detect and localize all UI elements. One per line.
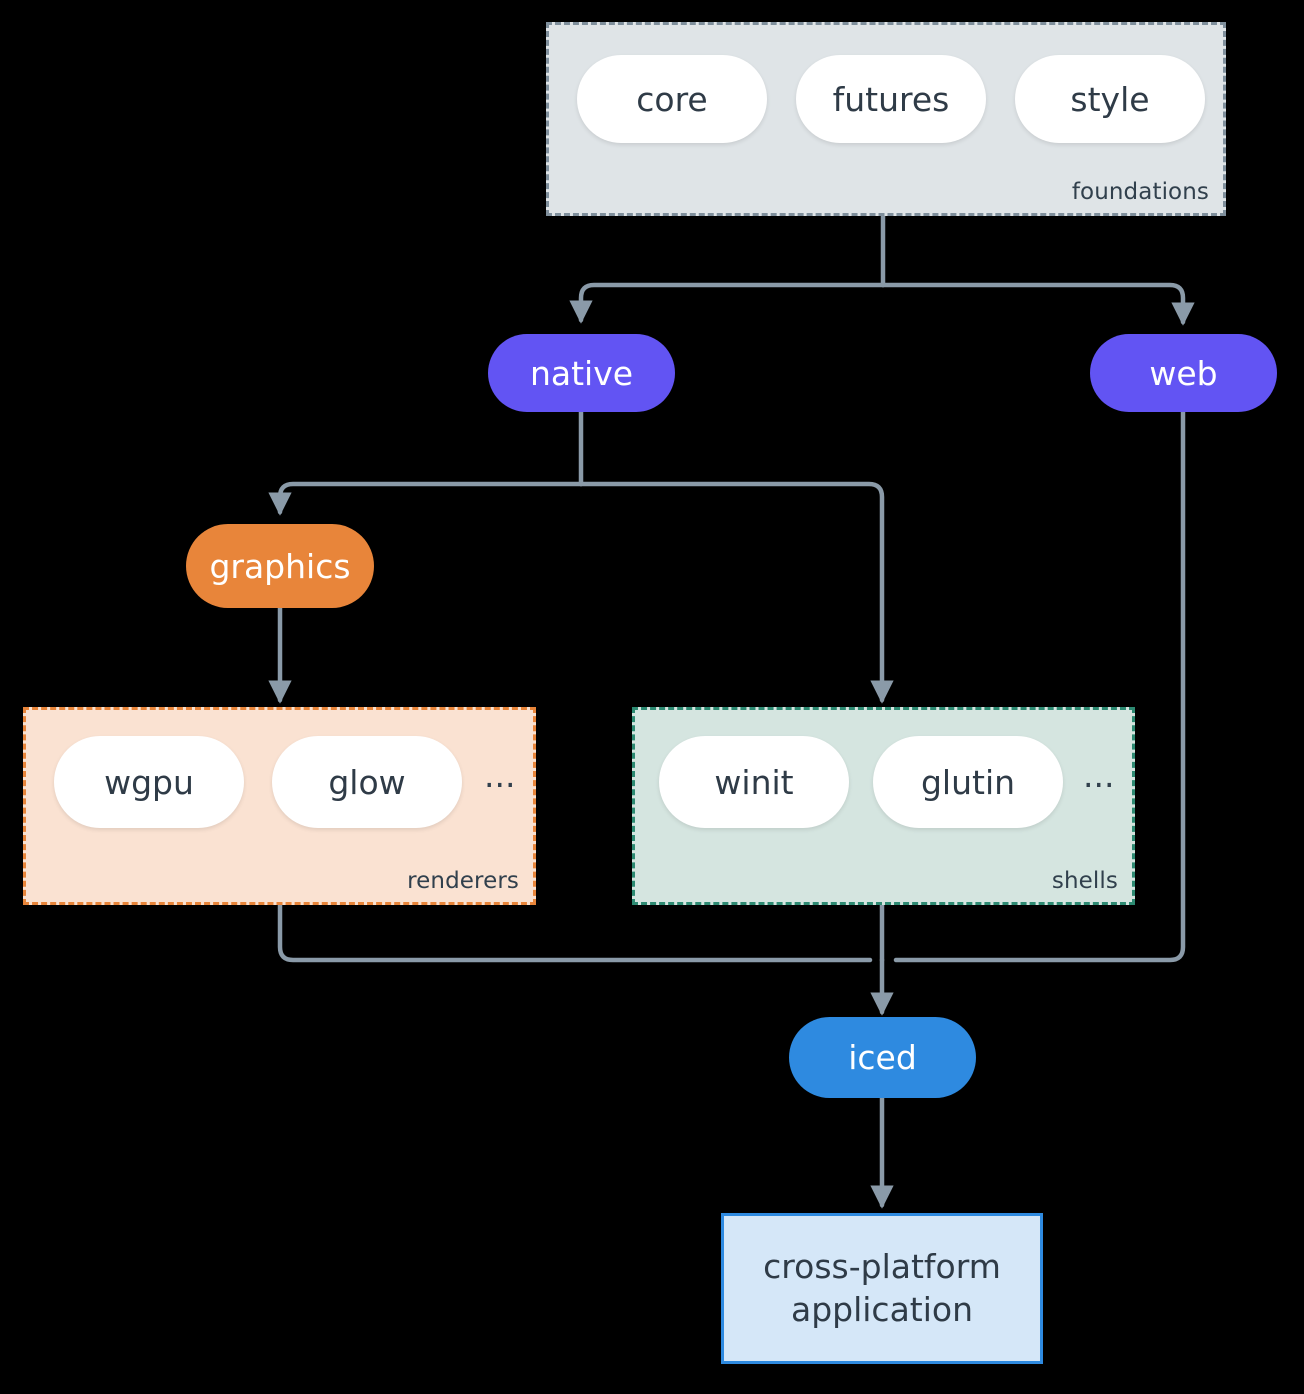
chip-glow-label: glow (328, 762, 406, 802)
chip-glutin-label: glutin (920, 762, 1016, 802)
chip-futures-label: futures (832, 79, 950, 119)
group-foundations-label: foundations (1071, 179, 1209, 205)
renderers-items: wgpu glow ... (54, 736, 515, 828)
foundations-items: core futures style (577, 55, 1205, 143)
node-iced-label: iced (848, 1038, 917, 1077)
node-web-label: web (1149, 353, 1218, 393)
node-application-label-line1: cross-platform (763, 1247, 1001, 1287)
chip-glow[interactable]: glow (272, 736, 462, 828)
group-renderers: wgpu glow ... renderers (23, 707, 536, 905)
group-foundations: core futures style foundations (546, 22, 1226, 216)
chip-futures[interactable]: futures (796, 55, 986, 143)
chip-core-label: core (636, 79, 708, 119)
node-application-label-line2: application (790, 1289, 974, 1329)
group-shells-label: shells (1051, 868, 1118, 894)
chip-wgpu-label: wgpu (104, 762, 194, 802)
node-native-label: native (529, 353, 634, 393)
edge-foundations-to-web (880, 282, 1195, 326)
edge-foundations-to-native (569, 282, 886, 324)
chip-core[interactable]: core (577, 55, 767, 143)
node-iced[interactable]: iced (789, 1017, 976, 1098)
edge-native-to-graphics (268, 481, 584, 516)
node-application[interactable]: cross-platform application (721, 1213, 1043, 1364)
group-renderers-label: renderers (407, 868, 519, 894)
edge-renderers-to-iced (277, 902, 873, 963)
group-shells: winit glutin ... shells (632, 707, 1135, 905)
node-graphics[interactable]: graphics (186, 524, 374, 608)
chip-wgpu[interactable]: wgpu (54, 736, 244, 828)
node-web[interactable]: web (1090, 334, 1277, 412)
chip-winit[interactable]: winit (659, 736, 849, 828)
edge-native-to-shells (578, 481, 894, 704)
chip-glutin[interactable]: glutin (873, 736, 1063, 828)
node-graphics-label: graphics (209, 546, 351, 586)
shells-items: winit glutin ... (659, 736, 1114, 828)
chip-style[interactable]: style (1015, 55, 1205, 143)
chip-style-label: style (1070, 79, 1150, 119)
chip-winit-label: winit (714, 762, 794, 802)
shells-more-ellipsis: ... (1083, 755, 1115, 795)
node-native[interactable]: native (488, 334, 675, 412)
renderers-more-ellipsis: ... (484, 755, 516, 795)
